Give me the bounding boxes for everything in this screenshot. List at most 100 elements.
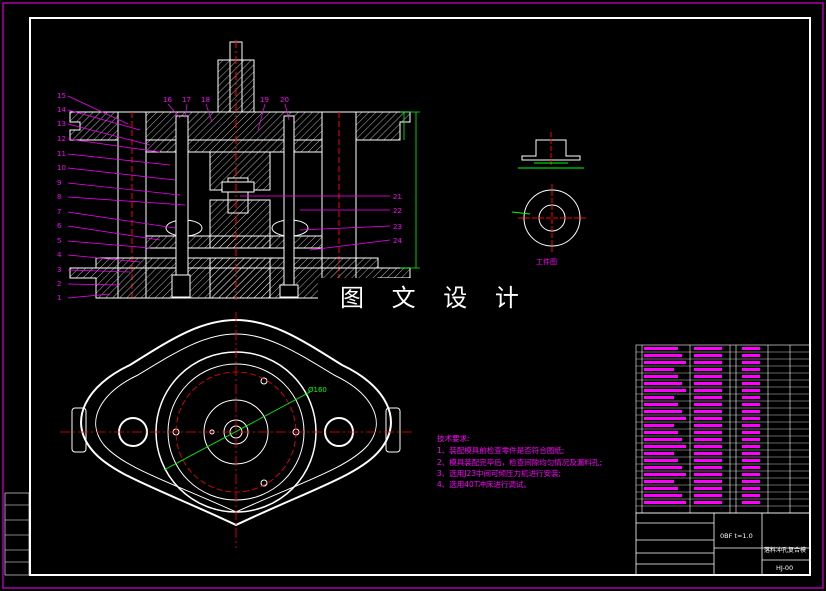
table-cell-text-placeholder [694, 445, 722, 448]
table-cell-text-placeholder [742, 403, 760, 406]
table-cell-text-placeholder [644, 487, 678, 490]
part-label: 16 [163, 96, 172, 104]
part-label: 5 [57, 237, 61, 245]
part-labels-left: 15 14 13 12 11 10 9 8 7 6 5 4 3 2 1 [57, 92, 66, 302]
table-cell-text-placeholder [742, 438, 760, 441]
table-cell-text-placeholder [742, 396, 760, 399]
table-cell-text-placeholder [644, 466, 682, 469]
table-cell-text-placeholder [644, 389, 686, 392]
part-label: 18 [201, 96, 210, 104]
table-cell-text-placeholder [742, 487, 760, 490]
table-cell-text-placeholder [694, 403, 722, 406]
part-label: 12 [57, 135, 66, 143]
table-cell-text-placeholder [644, 473, 686, 476]
table-cell-text-placeholder [742, 473, 760, 476]
table-cell-text-placeholder [694, 438, 722, 441]
table-cell-text-placeholder [742, 424, 760, 427]
table-cell-text-placeholder [644, 452, 674, 455]
title-block-material-note: 0BF t=1.0 [720, 532, 753, 540]
table-cell-text-placeholder [694, 494, 722, 497]
part-label: 24 [393, 237, 402, 245]
table-cell-text-placeholder [742, 382, 760, 385]
table-cell-text-placeholder [644, 368, 674, 371]
part-label: 21 [393, 193, 402, 201]
part-label: 9 [57, 179, 61, 187]
part-label: 23 [393, 223, 402, 231]
parts-list-rows [636, 347, 810, 507]
table-cell-text-placeholder [644, 347, 678, 350]
table-cell-text-placeholder [644, 431, 678, 434]
table-cell-text-placeholder [644, 410, 682, 413]
table-cell-text-placeholder [644, 361, 686, 364]
part-label: 2 [57, 280, 61, 288]
table-cell-text-placeholder [644, 396, 674, 399]
table-cell-text-placeholder [644, 494, 682, 497]
workpiece-label: 工件图 [536, 257, 557, 266]
table-cell-text-placeholder [644, 417, 686, 420]
part-label: 13 [57, 120, 66, 128]
table-cell-text-placeholder [742, 452, 760, 455]
plan-center-lines [60, 312, 412, 548]
part-label: 10 [57, 164, 66, 172]
diameter-dimension-line [163, 391, 311, 471]
table-cell-text-placeholder [694, 431, 722, 434]
table-cell-text-placeholder [694, 361, 722, 364]
part-label: 15 [57, 92, 66, 100]
table-cell-text-placeholder [694, 459, 722, 462]
title-block-drawing-number: HJ-00 [776, 564, 793, 572]
table-cell-text-placeholder [644, 445, 686, 448]
table-cell-text-placeholder [742, 417, 760, 420]
table-cell-text-placeholder [742, 431, 760, 434]
part-leaders [67, 95, 391, 299]
table-cell-text-placeholder [694, 480, 722, 483]
part-label: 20 [280, 96, 289, 104]
watermark: 图 文 设 计 [340, 284, 529, 312]
diameter-label: Ø160 [308, 386, 327, 394]
tech-requirement-item: 2、模具装配完毕后，检查间隙均匀情况及漏料孔; [437, 457, 602, 467]
table-cell-text-placeholder [694, 424, 722, 427]
part-label: 1 [57, 294, 61, 302]
table-cell-text-placeholder [644, 438, 682, 441]
table-cell-text-placeholder [742, 389, 760, 392]
table-cell-text-placeholder [742, 368, 760, 371]
table-cell-text-placeholder [644, 501, 686, 504]
table-cell-text-placeholder [694, 487, 722, 490]
table-cell-text-placeholder [694, 389, 722, 392]
table-cell-text-placeholder [694, 347, 722, 350]
table-cell-text-placeholder [742, 347, 760, 350]
part-label: 11 [57, 150, 66, 158]
part-labels-top: 16 17 18 19 20 [163, 96, 289, 104]
table-cell-text-placeholder [694, 417, 722, 420]
table-cell-text-placeholder [694, 473, 722, 476]
tech-requirements-title: 技术要求: [437, 433, 470, 443]
table-cell-text-placeholder [694, 501, 722, 504]
table-cell-text-placeholder [644, 382, 682, 385]
table-cell-text-placeholder [742, 410, 760, 413]
table-cell-text-placeholder [742, 375, 760, 378]
watermark-background [318, 278, 508, 318]
table-cell-text-placeholder [694, 368, 722, 371]
table-cell-text-placeholder [644, 354, 682, 357]
part-label: 7 [57, 208, 61, 216]
table-cell-text-placeholder [742, 501, 760, 504]
table-cell-text-placeholder [742, 494, 760, 497]
table-cell-text-placeholder [742, 480, 760, 483]
table-cell-text-placeholder [694, 382, 722, 385]
part-label: 8 [57, 193, 61, 201]
table-cell-text-placeholder [742, 354, 760, 357]
part-label: 3 [57, 266, 61, 274]
table-cell-text-placeholder [694, 466, 722, 469]
part-label: 17 [182, 96, 191, 104]
table-cell-text-placeholder [694, 452, 722, 455]
table-cell-text-placeholder [644, 424, 674, 427]
part-label: 4 [57, 251, 62, 259]
workpiece-drawing [511, 132, 586, 252]
table-cell-text-placeholder [644, 403, 678, 406]
part-label: 19 [260, 96, 269, 104]
tech-requirement-item: 1、装配模具前检查零件是否符合图纸; [437, 445, 564, 455]
part-label: 14 [57, 106, 66, 114]
table-cell-text-placeholder [742, 459, 760, 462]
table-cell-text-placeholder [694, 410, 722, 413]
